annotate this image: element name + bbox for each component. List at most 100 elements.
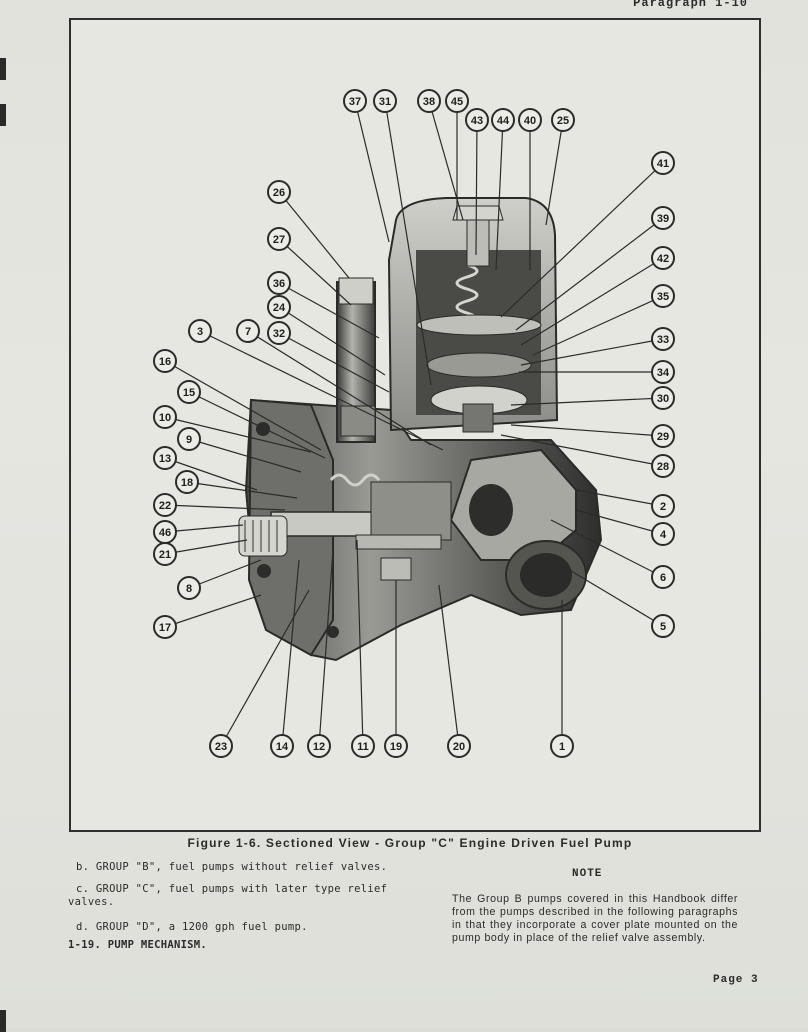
callout-circle [270, 734, 294, 758]
callout-circle [175, 470, 199, 494]
callout-17: 17 [153, 615, 177, 639]
leader-line [438, 584, 460, 747]
valve-stem [462, 403, 494, 433]
callout-number: 34 [657, 367, 670, 379]
callout-40: 40 [518, 108, 542, 132]
callout-circle [651, 386, 675, 410]
leader-line [575, 509, 664, 535]
bottom-plug [380, 557, 412, 581]
callout-circle [491, 108, 515, 132]
callout-20: 20 [447, 734, 471, 758]
callout-circle [651, 522, 675, 546]
callout-number: 26 [273, 187, 285, 199]
callout-circle [651, 614, 675, 638]
callout-number: 2 [660, 501, 666, 513]
page-header: Paragraph 1-10 [633, 0, 748, 10]
leader-line [278, 332, 390, 393]
callout-8: 8 [177, 576, 201, 600]
item-group-d: d. GROUP "D", a 1200 gph fuel pump. [76, 921, 308, 933]
callout-circle [153, 405, 177, 429]
callout-9: 9 [177, 427, 201, 451]
callout-circle [651, 246, 675, 270]
callout-number: 24 [273, 302, 286, 314]
callout-number: 46 [159, 527, 171, 539]
callout-number: 12 [313, 741, 325, 753]
binding-mark [0, 104, 6, 126]
leader-lines [164, 100, 664, 747]
callout-42: 42 [651, 246, 675, 270]
splined-drive [238, 515, 288, 557]
leader-line [199, 330, 444, 451]
leader-line [164, 360, 322, 451]
leader-line [384, 100, 432, 386]
pump-illustration: 3731384543444025413942353334302928246512… [153, 89, 675, 758]
callout-circle [518, 108, 542, 132]
leader-line [188, 391, 326, 459]
callout-number: 20 [453, 741, 465, 753]
cylinder-cap [338, 277, 374, 305]
adjusting-nut [452, 205, 504, 221]
callout-44: 44 [491, 108, 515, 132]
callout-number: 18 [181, 477, 193, 489]
callout-number: 1 [559, 741, 565, 753]
callout-circle [188, 319, 212, 343]
leader-line [188, 559, 262, 589]
leader-line [247, 330, 432, 446]
callout-number: 5 [660, 621, 666, 633]
callout-6: 6 [651, 565, 675, 589]
callout-33: 33 [651, 327, 675, 351]
callout-2: 2 [651, 494, 675, 518]
callout-46: 46 [153, 520, 177, 544]
callout-number: 16 [159, 356, 171, 368]
leader-line [550, 519, 664, 578]
bolt-hole [327, 626, 339, 638]
callout-number: 27 [273, 234, 285, 246]
callout-circle [651, 284, 675, 308]
callout-19: 19 [384, 734, 408, 758]
callout-number: 37 [349, 96, 361, 108]
callout-37: 37 [343, 89, 367, 113]
callout-26: 26 [267, 180, 291, 204]
leader-line [164, 416, 312, 453]
callout-circle [373, 89, 397, 113]
callout-28: 28 [651, 454, 675, 478]
leader-line [560, 564, 664, 627]
callout-number: 31 [379, 96, 391, 108]
callout-circle [307, 734, 331, 758]
callout-number: 39 [657, 213, 669, 225]
callout-circle [651, 151, 675, 175]
callout-circle [651, 494, 675, 518]
leader-line [500, 162, 664, 318]
callout-3: 3 [188, 319, 212, 343]
leader-line [278, 306, 386, 376]
leader-line [278, 191, 350, 279]
callout-number: 7 [245, 326, 251, 338]
callout-number: 6 [660, 572, 666, 584]
valve-plate [426, 352, 532, 378]
callout-number: 41 [657, 158, 669, 170]
callout-5: 5 [651, 614, 675, 638]
callout-circle [651, 424, 675, 448]
callout-circle [447, 734, 471, 758]
callout-number: 17 [159, 622, 171, 634]
leader-line [164, 594, 262, 628]
callout-circle [153, 493, 177, 517]
leader-line [164, 524, 244, 533]
diaphragm [416, 314, 542, 336]
callout-circle [153, 446, 177, 470]
callout-circle [267, 180, 291, 204]
leader-line [515, 217, 664, 331]
callout-circle [153, 349, 177, 373]
note-body: The Group B pumps covered in this Handbo… [452, 893, 738, 944]
callout-22: 22 [153, 493, 177, 517]
leader-line [186, 481, 298, 499]
leader-line [281, 559, 300, 747]
leader-line [356, 539, 364, 747]
callout-45: 45 [445, 89, 469, 113]
callout-25: 25 [551, 108, 575, 132]
callout-circle [267, 321, 291, 345]
section-heading: 1-19. PUMP MECHANISM. [68, 939, 208, 951]
callout-10: 10 [153, 405, 177, 429]
callout-circle [209, 734, 233, 758]
